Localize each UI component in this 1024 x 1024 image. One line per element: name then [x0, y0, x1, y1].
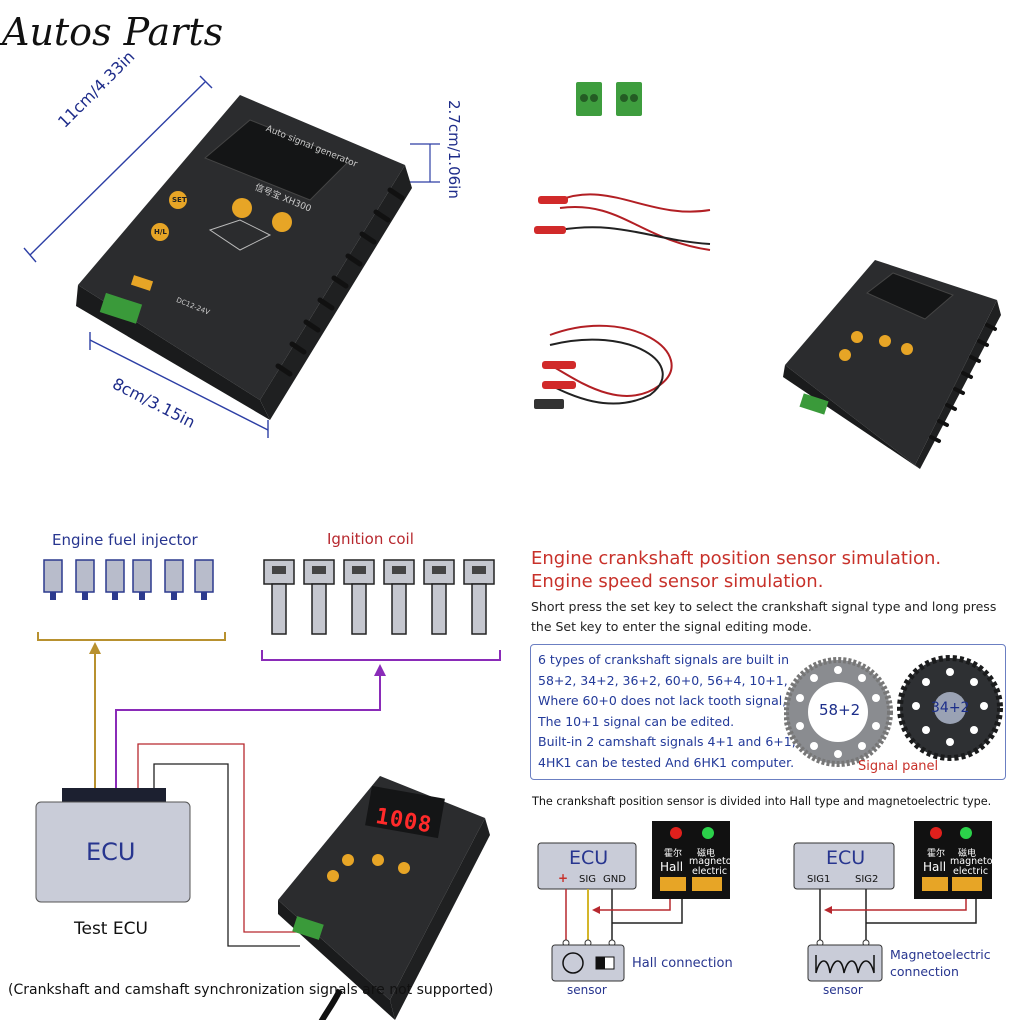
hall-cn-label: 霍尔	[664, 849, 683, 859]
magneto-mag-en1-label: magneto	[950, 856, 993, 867]
hall-gnd-label: GND	[603, 874, 626, 885]
hall-connection-diagram	[537, 821, 730, 982]
hall-sig-label: SIG	[579, 874, 597, 885]
signal-info-line: The 10+1 signal can be edited.	[538, 713, 735, 729]
green-terminal-connectors	[576, 82, 642, 116]
signal-info-text: 6 types of crankshaft signals are built …	[538, 650, 796, 773]
ignition-coil-icons	[263, 559, 495, 635]
wheel-34-2-icon	[897, 655, 1003, 761]
device-set-button: SET	[172, 196, 187, 204]
wheel-34-2-label: 34+2	[931, 700, 970, 716]
magneto-hall-en-label: Hall	[923, 860, 947, 874]
dimension-width-line	[89, 332, 269, 438]
headline-crankshaft: Engine crankshaft position sensor simula…	[531, 548, 942, 569]
magneto-sig1-label: SIG1	[807, 874, 831, 885]
alligator-clip-cable	[534, 193, 711, 251]
magneto-hall-cn-label: 霍尔	[927, 849, 946, 859]
hall-sensor-label: sensor	[567, 983, 607, 997]
sensor-type-note: The crankshaft position sensor is divide…	[532, 795, 992, 808]
magneto-mag-en2-label: electric	[953, 866, 989, 877]
desc-line-1: Short press the set key to select the cr…	[531, 599, 997, 614]
hall-connection-label: Hall connection	[632, 956, 733, 971]
fuel-injector-icons	[43, 559, 214, 600]
magneto-sensor-label: sensor	[823, 983, 863, 997]
hall-mag-en1-label: magneto	[689, 856, 732, 867]
headline-speed: Engine speed sensor simulation.	[531, 571, 824, 592]
desc-line-2: the Set key to enter the signal editing …	[531, 619, 812, 634]
magneto-sig2-label: SIG2	[855, 874, 879, 885]
device-hl-button: H/L	[154, 228, 167, 236]
magneto-ecu-label: ECU	[826, 847, 866, 869]
test-ecu-label: Test ECU	[74, 919, 148, 939]
hall-mag-en2-label: electric	[692, 866, 728, 877]
signal-info-line: 6 types of crankshaft signals are built …	[538, 652, 790, 667]
signal-info-line: 58+2, 34+2, 36+2, 60+0, 56+4, 10+1,	[538, 672, 788, 688]
signal-panel-label: Signal panel	[858, 759, 939, 774]
wheel-58-2-label: 58+2	[819, 701, 861, 719]
brand-logo-text: Autos Parts	[2, 10, 224, 54]
magneto-connection-label-2: connection	[890, 964, 959, 979]
magneto-connection-diagram	[793, 821, 992, 982]
wiring-diagram	[35, 559, 501, 1020]
signal-info-line: Built-in 2 camshaft signals 4+1 and 6+1,	[538, 734, 796, 749]
dimension-height-label: 2.7cm/1.06in	[445, 100, 463, 199]
small-device-illustration	[783, 260, 1001, 469]
signal-info-box	[530, 644, 1006, 780]
dimension-height-line	[410, 143, 440, 183]
hall-plus-label: +	[558, 871, 569, 885]
injector-label: Engine fuel injector	[52, 531, 198, 549]
dc-power-cable	[534, 324, 673, 409]
ecu-label: ECU	[86, 838, 136, 866]
wheel-58-2-icon	[784, 657, 893, 767]
ignition-coil-label: Ignition coil	[327, 530, 414, 548]
hall-ecu-label: ECU	[569, 847, 609, 869]
magneto-mag-cn-label: 磁电	[958, 849, 977, 859]
signal-wheels-illustration	[784, 655, 1003, 767]
magneto-connection-label-1: Magnetoelectric	[890, 947, 991, 962]
signal-info-line: 4HK1 can be tested And 6HK1 computer.	[538, 754, 795, 770]
device-body	[76, 95, 412, 420]
sync-footnote: (Crankshaft and camshaft synchronization…	[8, 982, 494, 998]
signal-info-line: Where 60+0 does not lack tooth signal,	[538, 693, 787, 708]
main-device-illustration	[23, 75, 440, 438]
hall-mag-cn-label: 磁电	[697, 849, 716, 859]
dimension-length-line	[23, 75, 213, 263]
hall-en-label: Hall	[660, 860, 684, 874]
